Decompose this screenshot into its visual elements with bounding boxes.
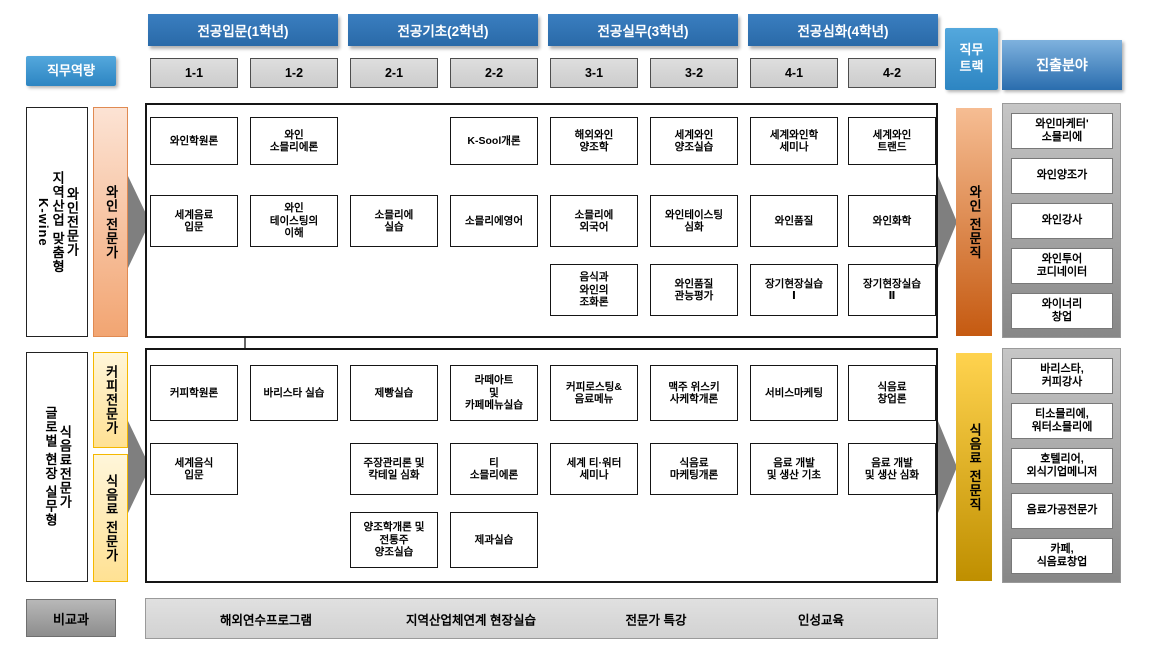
semester-box: 1-1	[150, 58, 238, 88]
semester-box: 4-1	[750, 58, 838, 88]
course-box: 양조학개론 및 전통주 양조실습	[350, 512, 438, 568]
course-box: 식음료 마케팅개론	[650, 443, 738, 495]
grade-header: 전공심화(4학년)	[748, 14, 938, 46]
course-box: 제빵실습	[350, 365, 438, 421]
career-box: 호텔리어, 외식기업메니저	[1011, 448, 1113, 484]
course-box: 세계음식 입문	[150, 443, 238, 495]
career-box: 와이너리 창업	[1011, 293, 1113, 329]
course-box: 맥주 위스키 사케학개론	[650, 365, 738, 421]
semester-box: 3-1	[550, 58, 638, 88]
course-box: 와인품질	[750, 195, 838, 247]
course-box: 커피로스팅& 음료메뉴	[550, 365, 638, 421]
food-track-title: 식음료전문가 글로벌 현장 실무형	[26, 352, 88, 582]
coffee-competency-label: 커피전문가	[93, 352, 128, 448]
course-box: 라떼아트 및 카페메뉴실습	[450, 365, 538, 421]
course-box: 세계 티·워터 세미나	[550, 443, 638, 495]
semester-box: 4-2	[848, 58, 936, 88]
course-box: 와인화학	[848, 195, 936, 247]
wine-competency-label: 와인 전문가	[93, 107, 128, 337]
course-box: 와인학원론	[150, 117, 238, 165]
career-box: 와인강사	[1011, 203, 1113, 239]
grade-header: 전공실무(3학년)	[548, 14, 738, 46]
competency-header: 직무역량	[26, 56, 116, 86]
extracurricular-program: 인성교육	[797, 613, 845, 627]
semester-box: 1-2	[250, 58, 338, 88]
course-box: 음료 개발 및 생산 기초	[750, 443, 838, 495]
semester-box: 2-2	[450, 58, 538, 88]
course-box: 와인품질 관능평가	[650, 264, 738, 316]
course-box: 식음료 창업론	[848, 365, 936, 421]
wine-right-arrow-icon	[938, 176, 957, 268]
course-box: 장기현장실습 Ⅱ	[848, 264, 936, 316]
grade-header: 전공기초(2학년)	[348, 14, 538, 46]
semester-box: 2-1	[350, 58, 438, 88]
job-track-header: 직무 트랙	[945, 28, 998, 90]
course-box: 소믈리에 실습	[350, 195, 438, 247]
career-box: 음료가공전문가	[1011, 493, 1113, 529]
wine-job-track-label: 와인 전문직	[956, 108, 992, 336]
career-box: 바리스타, 커피강사	[1011, 358, 1113, 394]
course-box: 와인 소믈리에론	[250, 117, 338, 165]
extracurricular-programs-bar: 해외연수프로그램 지역산업체연계 현장실습 전문가 특강 인성교육	[145, 598, 938, 639]
wine-track-title: 와인전문가 지역산업 맞춤형 K-wine	[26, 107, 88, 337]
course-box: 서비스마케팅	[750, 365, 838, 421]
course-box: 주장관리론 및 칵테일 심화	[350, 443, 438, 495]
food-competency-label: 식음료 전문가	[93, 454, 128, 582]
extracurricular-label: 비교과	[26, 599, 116, 637]
course-box: 음료 개발 및 생산 심화	[848, 443, 936, 495]
semester-box: 3-2	[650, 58, 738, 88]
career-box: 카페, 식음료창업	[1011, 538, 1113, 574]
career-box: 티소믈리에, 워터소믈리에	[1011, 403, 1113, 439]
course-box: 소믈리에영어	[450, 195, 538, 247]
course-box: 제과실습	[450, 512, 538, 568]
course-box: 세계와인 트랜드	[848, 117, 936, 165]
course-box: 소믈리에 외국어	[550, 195, 638, 247]
career-box: 와인투어 코디네이터	[1011, 248, 1113, 284]
career-box: 와인양조가	[1011, 158, 1113, 194]
career-field-header: 진출분야	[1002, 40, 1122, 90]
course-box: 티 소믈리에론	[450, 443, 538, 495]
grade-header: 전공입문(1학년)	[148, 14, 338, 46]
extracurricular-program: 지역산업체연계 현장실습	[406, 613, 536, 627]
food-job-track-label: 식음료 전문직	[956, 353, 992, 581]
career-box: 와인마케터' 소믈리에	[1011, 113, 1113, 149]
course-box: 바리스타 실습	[250, 365, 338, 421]
extracurricular-program: 전문가 특강	[625, 613, 687, 627]
course-box: 와인테이스팅 심화	[650, 195, 738, 247]
course-box: 커피학원론	[150, 365, 238, 421]
course-box: 세계와인 양조실습	[650, 117, 738, 165]
food-right-arrow-icon	[938, 421, 957, 513]
course-box: 세계와인학 세미나	[750, 117, 838, 165]
course-box: 세계음료 입문	[150, 195, 238, 247]
course-box: 와인 테이스팅의 이해	[250, 195, 338, 247]
course-box: 장기현장실습 Ⅰ	[750, 264, 838, 316]
course-box: 해외와인 양조학	[550, 117, 638, 165]
course-box: K-Sool개론	[450, 117, 538, 165]
course-box: 음식과 와인의 조화론	[550, 264, 638, 316]
extracurricular-program: 해외연수프로그램	[219, 613, 313, 627]
